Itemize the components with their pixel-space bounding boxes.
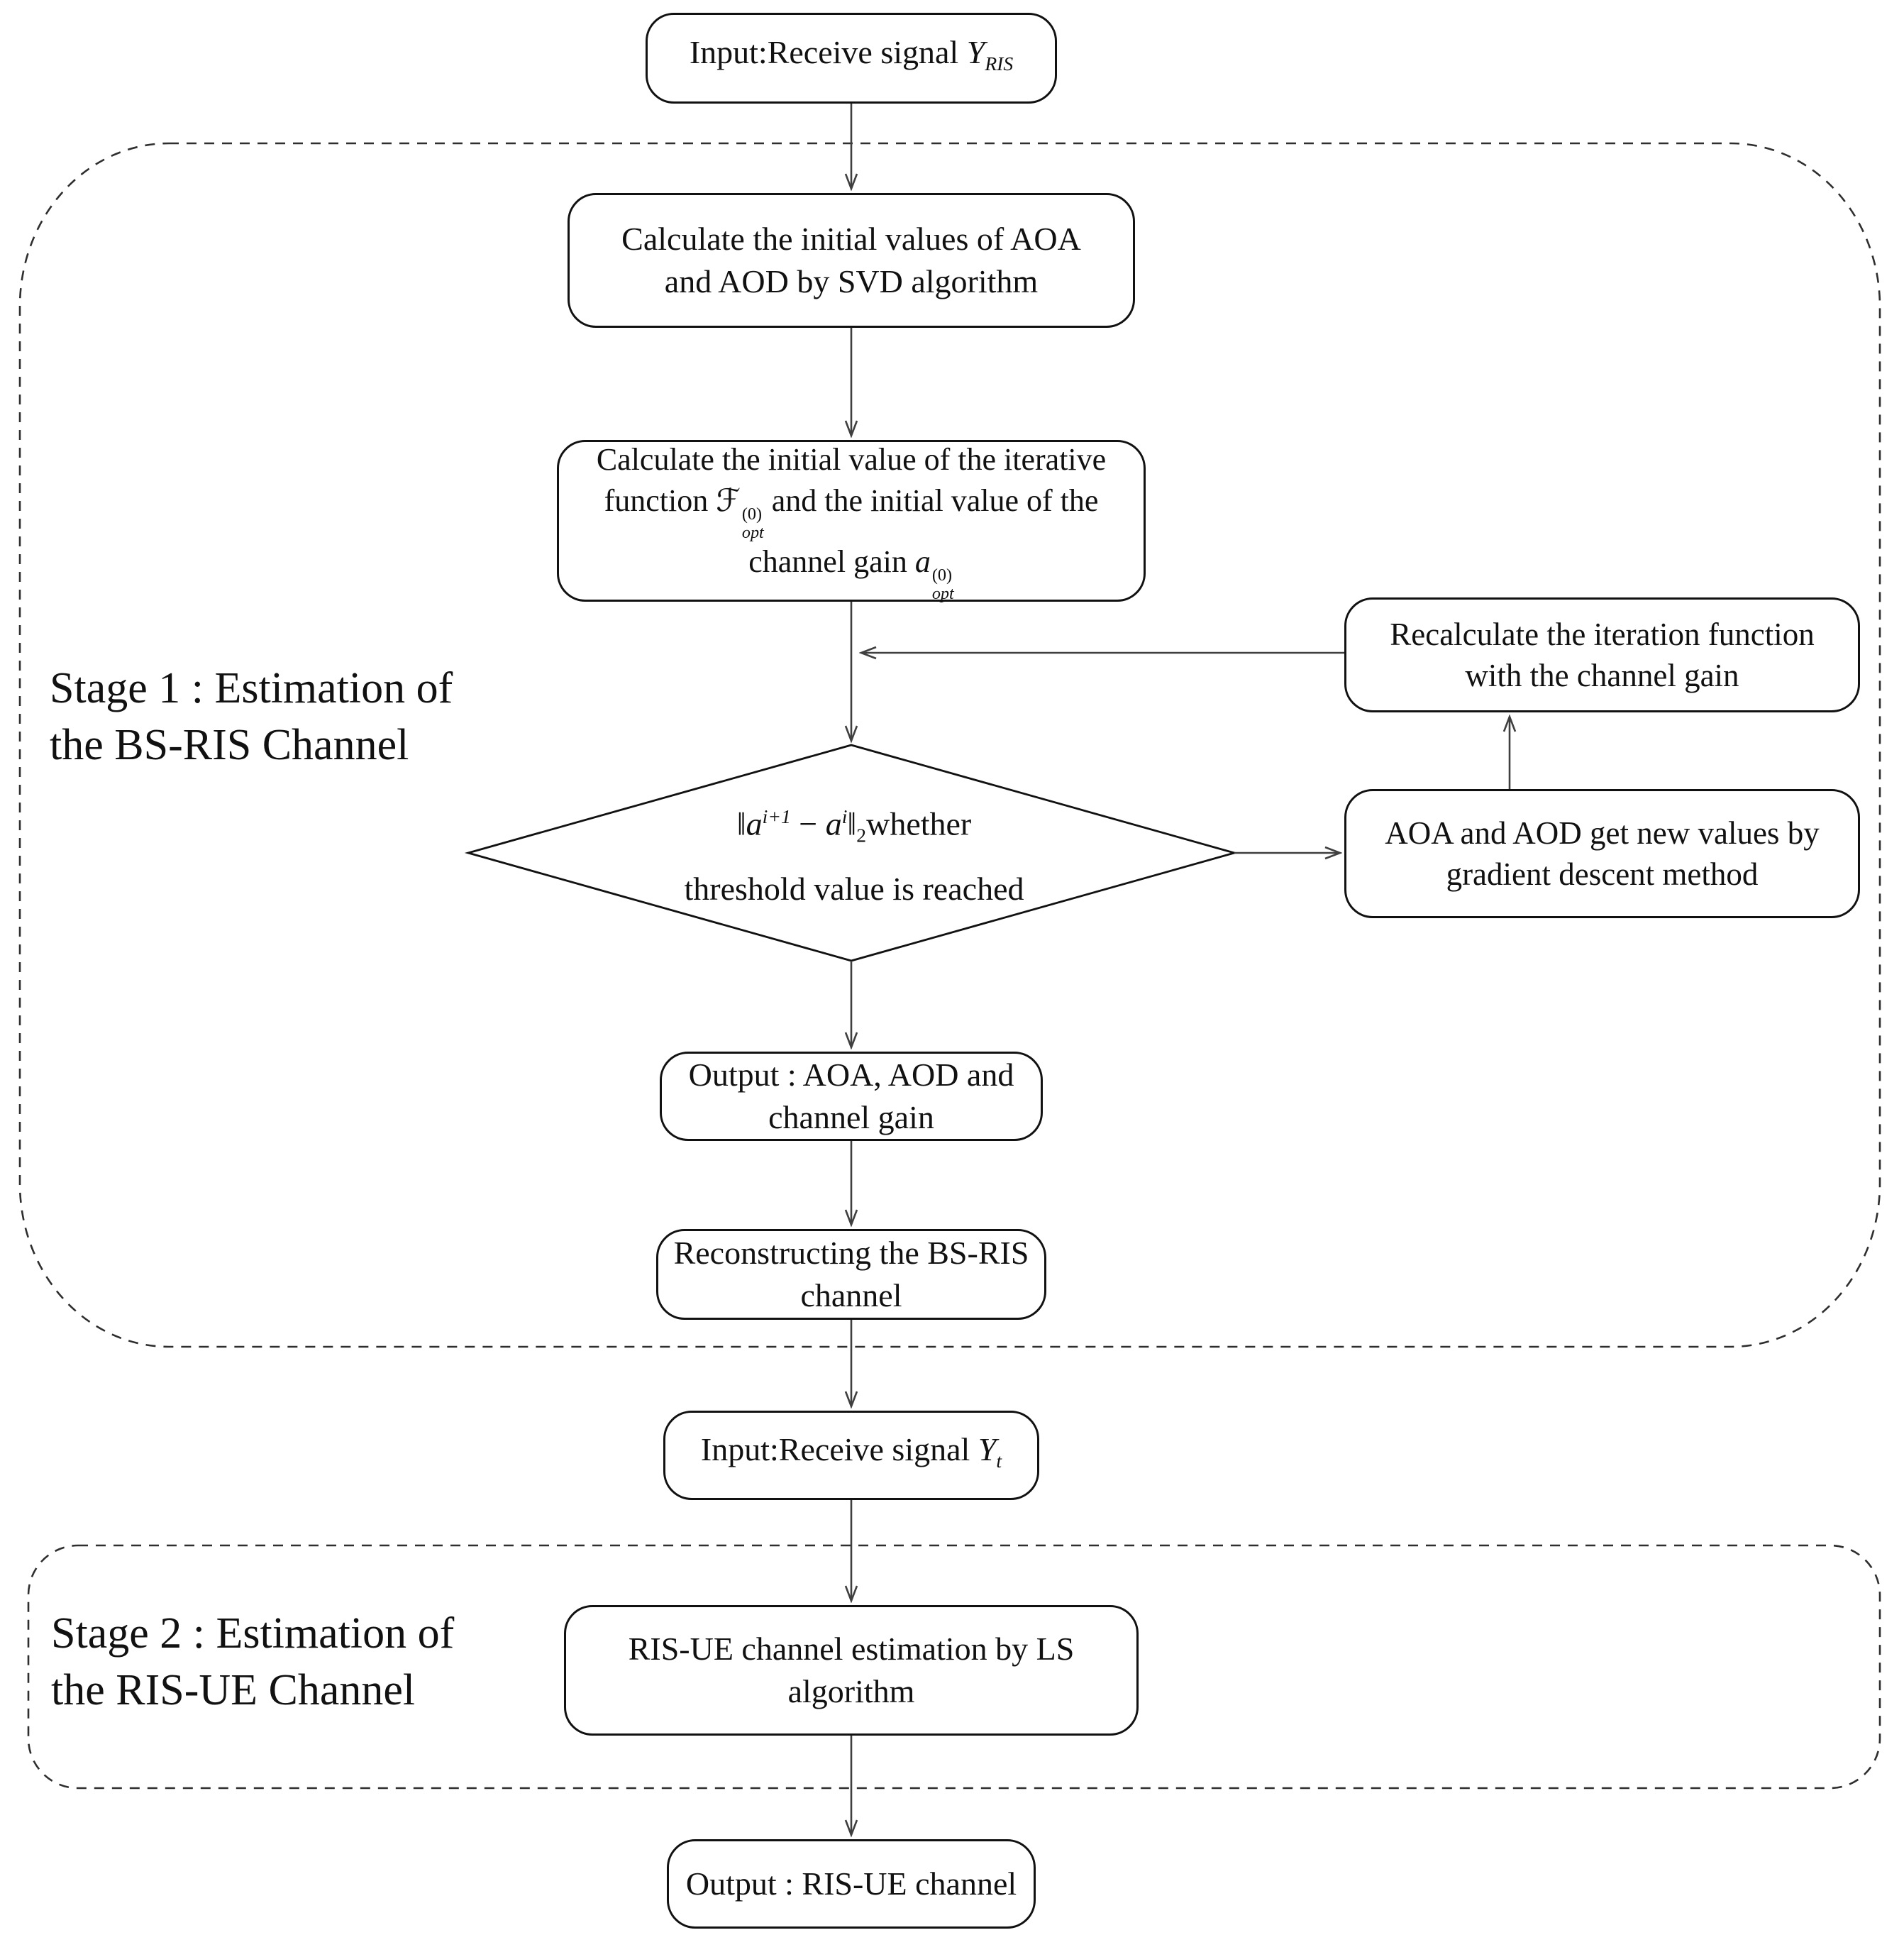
node-input-yris-label: Input:Receive signal YRIS [689,33,1014,75]
node-input-yt-label: Input:Receive signal Yt [700,1430,1002,1472]
node-output-ris-ue: Output : RIS-UE channel [667,1839,1036,1929]
node-calc-init-iterative-label: Calculate the initial value of the itera… [596,442,1107,603]
stage2-container [27,1544,1881,1790]
stage1-container [18,142,1881,1348]
node-output-ris-ue-label: Output : RIS-UE channel [685,1865,1017,1902]
node-calc-init-iterative: Calculate the initial value of the itera… [557,440,1146,602]
node-input-yris: Input:Receive signal YRIS [646,13,1057,104]
node-input-yt: Input:Receive signal Yt [663,1411,1039,1500]
